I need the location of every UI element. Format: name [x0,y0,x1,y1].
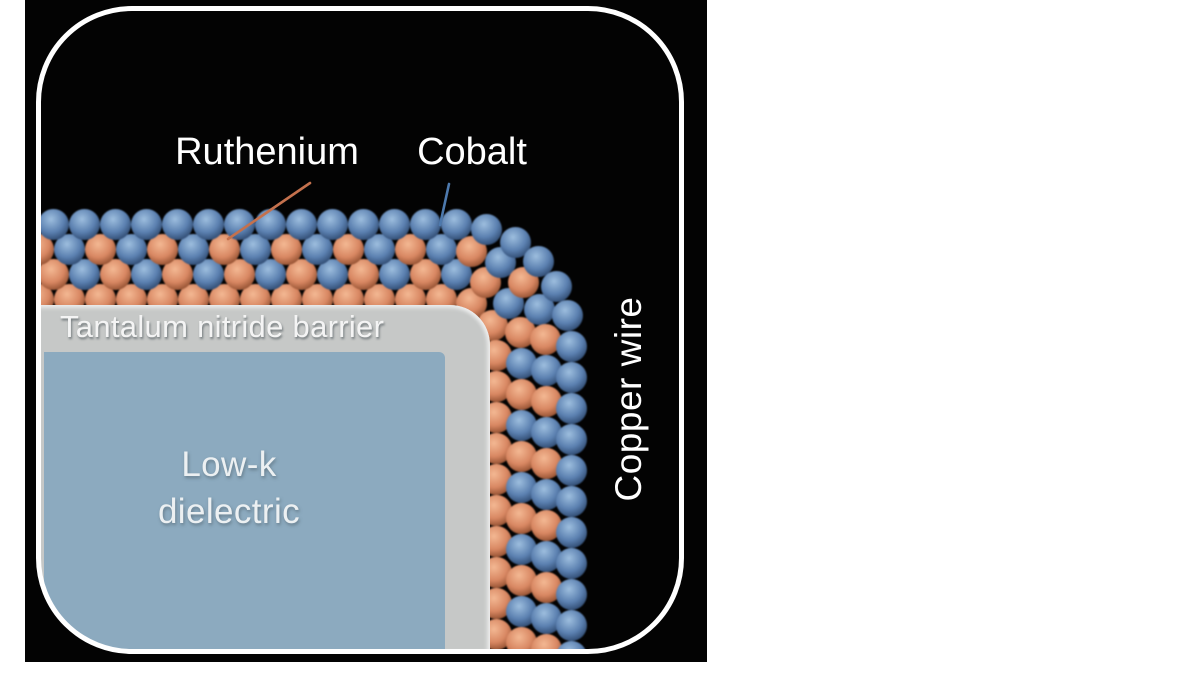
cobalt-atom [348,208,379,240]
copper-wire-label: Copper wire [608,296,649,502]
cobalt-atom [471,213,503,245]
cobalt-leader-line [438,182,451,227]
ruthenium-atom [38,233,54,265]
cobalt-atom [69,208,100,240]
dielectric-label-line2: dielectric [157,492,301,531]
dielectric-label-line1: Low-k [181,445,277,484]
cobalt-atom [555,424,587,456]
ruthenium-label: Ruthenium [175,131,359,173]
cobalt-label: Cobalt [417,131,527,173]
barrier-label: Tantalum nitride barrier [60,309,385,344]
cobalt-atom [410,208,441,240]
cobalt-atom [100,208,131,240]
cobalt-atom [555,486,587,518]
cobalt-atom [555,393,587,425]
ruthenium-leader-line [226,181,312,241]
cobalt-atom [162,208,193,240]
figure-canvas: Tantalum nitride barrier Low-k dielectri… [25,0,707,662]
cobalt-atom [555,331,587,363]
cobalt-atom [555,579,587,611]
cobalt-atom [131,208,162,240]
cobalt-atom [555,641,587,652]
cobalt-atom [255,208,286,240]
cobalt-atom [555,455,587,487]
cobalt-atom [555,517,587,549]
cobalt-atom [440,208,472,240]
ruthenium-atom [530,633,562,652]
cobalt-atom [379,208,410,240]
cobalt-atom [555,610,587,642]
cobalt-atom [317,208,348,240]
cobalt-atom [541,271,573,303]
dielectric-layer [44,352,445,652]
cobalt-atom [38,208,69,240]
leader-lines [226,181,451,241]
cobalt-atom [552,300,584,332]
cobalt-atom [555,362,587,394]
copper-wire-region: Tantalum nitride barrier Low-k dielectri… [38,8,682,652]
cobalt-atom [193,208,224,240]
cobalt-atom [286,208,317,240]
dielectric-label: Low-k dielectric [96,441,362,535]
cobalt-atom [555,548,587,580]
